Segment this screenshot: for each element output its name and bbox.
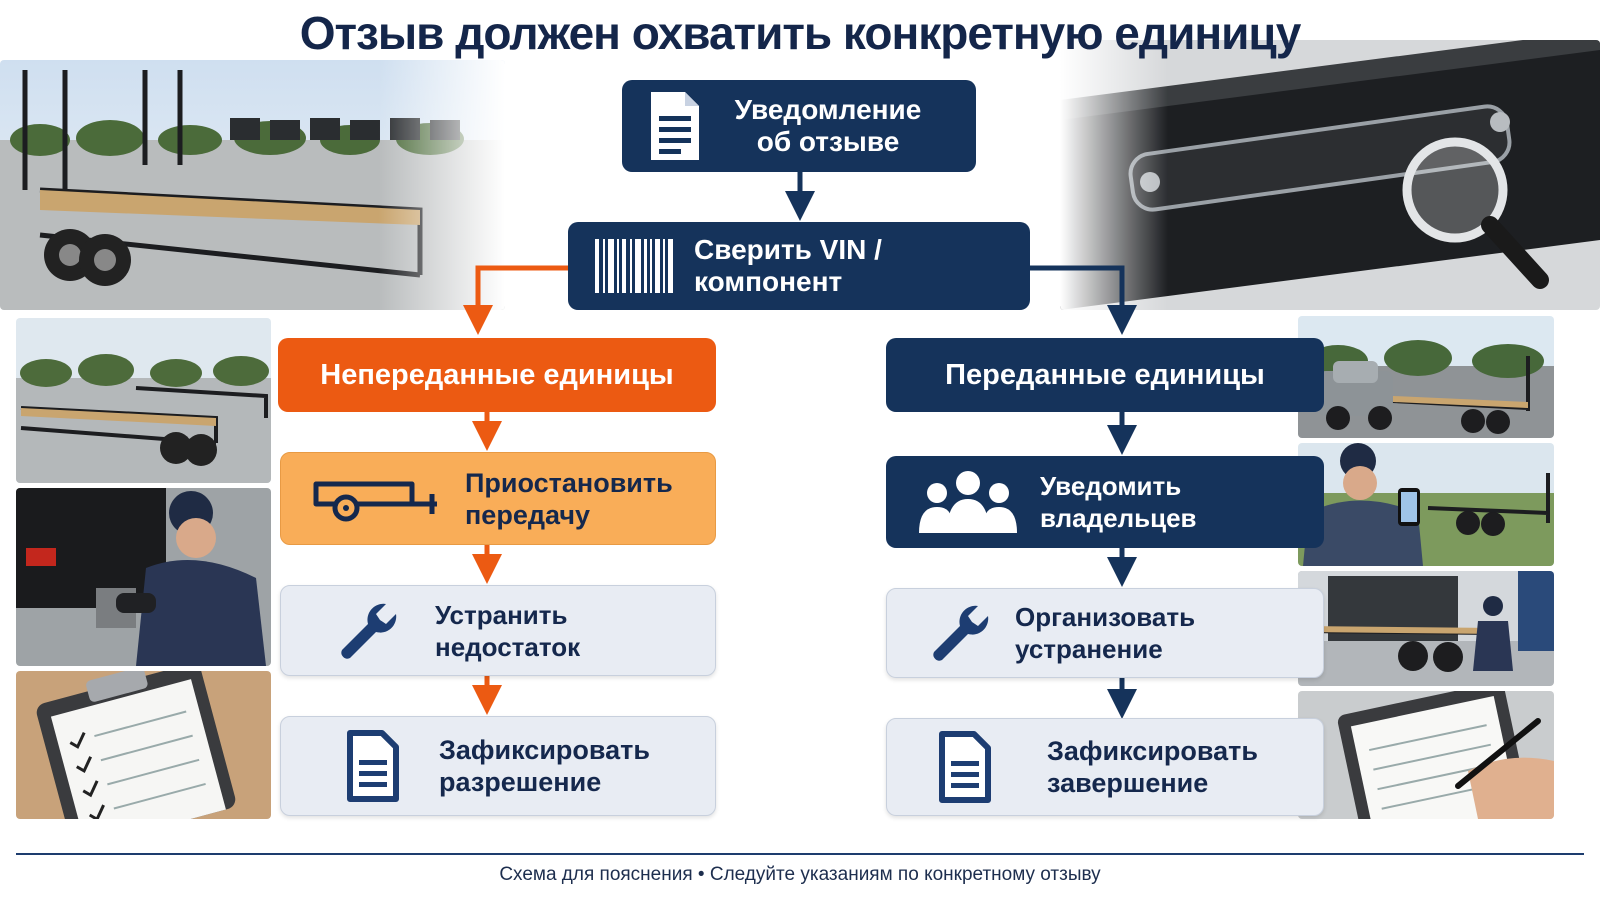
undelivered-units-label: Непереданные единицы bbox=[320, 359, 674, 391]
barcode-icon bbox=[594, 238, 674, 294]
suspend-transfer-box: Приостановить передачу bbox=[280, 452, 716, 545]
wrench-icon bbox=[929, 601, 993, 665]
photo-repair-shop bbox=[1298, 571, 1554, 686]
photo-trailers-row bbox=[16, 318, 271, 483]
fix-defect-box: Устранить недостаток bbox=[280, 585, 716, 676]
fix-defect-label: Устранить недостаток bbox=[435, 599, 581, 662]
document-icon bbox=[935, 730, 995, 804]
trailer-icon bbox=[311, 474, 443, 524]
verify-vin-box: Сверить VIN / компонент bbox=[568, 222, 1030, 310]
notify-owners-box: Уведомить владельцев bbox=[886, 456, 1324, 548]
suspend-transfer-label: Приостановить передачу bbox=[465, 467, 673, 530]
photo-signing-clipboard bbox=[1298, 691, 1554, 819]
delivered-units-header: Переданные единицы bbox=[886, 338, 1324, 412]
document-icon bbox=[644, 88, 706, 164]
record-completion-box: Зафиксировать завершение bbox=[886, 718, 1324, 816]
page-title: Отзыв должен охватить конкретную единицу bbox=[299, 7, 1302, 59]
photo-owner-phone bbox=[1298, 443, 1554, 566]
arrange-repair-box: Организовать устранение bbox=[886, 588, 1324, 678]
verify-vin-label: Сверить VIN / компонент bbox=[694, 234, 882, 297]
photo-vin-plate bbox=[1060, 40, 1600, 310]
record-resolution-label: Зафиксировать разрешение bbox=[439, 735, 650, 797]
record-resolution-box: Зафиксировать разрешение bbox=[280, 716, 716, 816]
footer-divider bbox=[16, 853, 1584, 855]
photo-checklist-clipboard bbox=[16, 671, 271, 819]
delivered-units-label: Переданные единицы bbox=[945, 359, 1265, 391]
undelivered-units-header: Непереданные единицы bbox=[278, 338, 716, 412]
arrange-repair-label: Организовать устранение bbox=[1015, 602, 1196, 664]
footer-note: Схема для пояснения • Следуйте указаниям… bbox=[499, 864, 1101, 885]
wrench-icon bbox=[337, 599, 401, 663]
photo-technician-hitch bbox=[16, 488, 271, 666]
photo-trailer-lot bbox=[0, 60, 505, 310]
notify-owners-label: Уведомить владельцев bbox=[1040, 471, 1197, 533]
document-icon bbox=[343, 729, 403, 803]
record-completion-label: Зафиксировать завершение bbox=[1047, 736, 1258, 798]
people-icon bbox=[916, 470, 1020, 534]
photo-truck-trailer bbox=[1298, 316, 1554, 438]
recall-notice-label: Уведомление об отзыве bbox=[734, 94, 922, 157]
recall-notice-box: Уведомление об отзыве bbox=[622, 80, 976, 172]
